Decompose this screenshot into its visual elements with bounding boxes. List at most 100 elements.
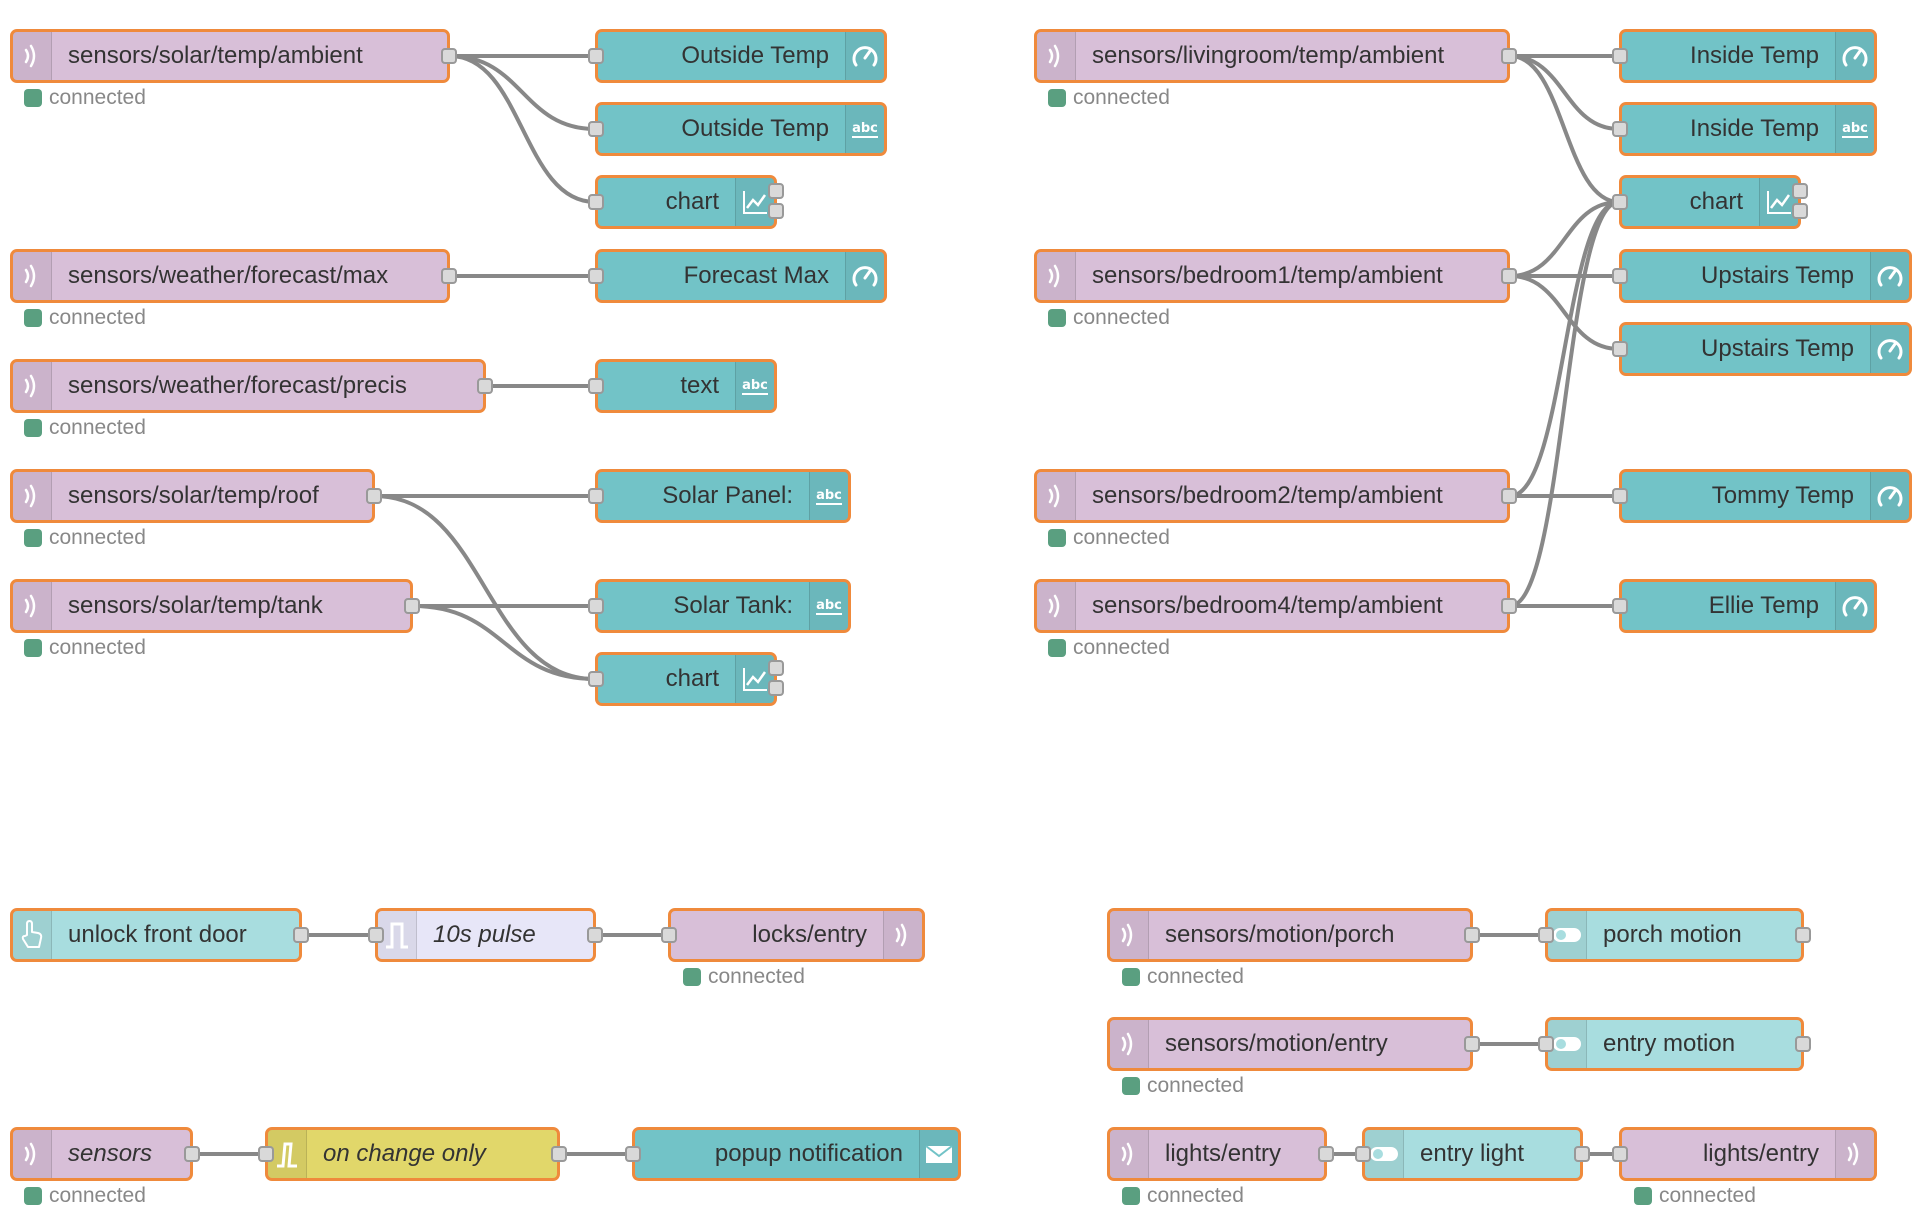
output-port[interactable]	[293, 927, 309, 943]
output-port[interactable]	[768, 183, 784, 199]
output-port[interactable]	[587, 927, 603, 943]
input-port[interactable]	[588, 488, 604, 504]
chart-node-outside[interactable]: chart	[588, 175, 784, 229]
output-port[interactable]	[1792, 183, 1808, 199]
input-port[interactable]	[588, 598, 604, 614]
input-port[interactable]	[1612, 341, 1628, 357]
text-node-precis[interactable]: text abc	[588, 359, 777, 413]
gauge-node-upstairs-temp-1[interactable]: Upstairs Temp	[1612, 249, 1912, 303]
input-port[interactable]	[1538, 1036, 1554, 1052]
text-node-solar-panel[interactable]: Solar Panel: abc	[588, 469, 851, 523]
gauge-node-tommy-temp[interactable]: Tommy Temp	[1612, 469, 1912, 523]
mqtt-in-node-motion-porch[interactable]: sensors/motion/porch	[1107, 908, 1480, 962]
text-node-outside-temp[interactable]: Outside Temp abc	[588, 102, 887, 156]
input-port[interactable]	[1612, 194, 1628, 210]
output-port[interactable]	[1464, 1036, 1480, 1052]
input-port[interactable]	[1538, 927, 1554, 943]
input-port[interactable]	[625, 1146, 641, 1162]
output-port[interactable]	[1795, 927, 1811, 943]
wire[interactable]	[1509, 200, 1620, 498]
switch-node-porch-motion[interactable]: porch motion	[1538, 908, 1811, 962]
wire[interactable]	[1509, 200, 1620, 608]
notification-node-popup[interactable]: popup notification	[625, 1127, 961, 1181]
wire[interactable]	[1509, 274, 1620, 351]
input-port[interactable]	[1612, 48, 1628, 64]
input-port[interactable]	[661, 927, 677, 943]
output-port[interactable]	[184, 1146, 200, 1162]
output-port[interactable]	[1501, 48, 1517, 64]
mqtt-in-node-bedroom1[interactable]: sensors/bedroom1/temp/ambient	[1034, 249, 1517, 303]
input-port[interactable]	[368, 927, 384, 943]
rbe-node-on-change-only[interactable]: on change only	[258, 1127, 567, 1181]
input-port[interactable]	[1612, 488, 1628, 504]
mqtt-out-node-lights-entry[interactable]: lights/entry	[1612, 1127, 1877, 1181]
wire[interactable]	[449, 54, 596, 131]
output-port[interactable]	[441, 48, 457, 64]
output-port[interactable]	[477, 378, 493, 394]
input-port[interactable]	[258, 1146, 274, 1162]
output-port[interactable]	[1501, 598, 1517, 614]
input-port[interactable]	[1612, 598, 1628, 614]
gauge-node-outside-temp[interactable]: Outside Temp	[588, 29, 887, 83]
input-port[interactable]	[588, 378, 604, 394]
wire[interactable]	[449, 54, 596, 204]
mqtt-in-node-bedroom2[interactable]: sensors/bedroom2/temp/ambient	[1034, 469, 1517, 523]
status-dot	[683, 968, 701, 986]
text-node-inside-temp[interactable]: Inside Temp abc	[1612, 102, 1877, 156]
output-port[interactable]	[768, 203, 784, 219]
output-port[interactable]	[768, 660, 784, 676]
gauge-node-forecast-max[interactable]: Forecast Max	[588, 249, 887, 303]
output-port[interactable]	[404, 598, 420, 614]
output-port[interactable]	[1501, 488, 1517, 504]
input-port[interactable]	[1612, 121, 1628, 137]
wire[interactable]	[1509, 54, 1620, 204]
chart-node-solar[interactable]: chart	[588, 652, 784, 706]
mqtt-in-node-solar-tank[interactable]: sensors/solar/temp/tank	[10, 579, 420, 633]
switch-node-entry-light[interactable]: entry light	[1355, 1127, 1590, 1181]
output-port[interactable]	[1795, 1036, 1811, 1052]
input-port[interactable]	[588, 48, 604, 64]
switch-node-entry-motion[interactable]: entry motion	[1538, 1017, 1811, 1071]
mqtt-out-node-locks-entry[interactable]: locks/entry	[661, 908, 925, 962]
chart-node-inside[interactable]: chart	[1612, 175, 1808, 229]
input-port[interactable]	[588, 121, 604, 137]
gauge-node-inside-temp[interactable]: Inside Temp	[1612, 29, 1877, 83]
output-port[interactable]	[551, 1146, 567, 1162]
input-port[interactable]	[588, 194, 604, 210]
wire[interactable]	[1509, 54, 1620, 131]
mqtt-in-node-bedroom4[interactable]: sensors/bedroom4/temp/ambient	[1034, 579, 1517, 633]
wire[interactable]	[412, 604, 596, 681]
mqtt-in-node-solar-roof[interactable]: sensors/solar/temp/roof	[10, 469, 382, 523]
mqtt-in-node-sensors[interactable]: sensors	[10, 1127, 200, 1181]
input-port[interactable]	[1612, 268, 1628, 284]
output-port[interactable]	[441, 268, 457, 284]
gauge-icon	[1870, 252, 1909, 300]
mqtt-in-node-lights-entry[interactable]: lights/entry	[1107, 1127, 1334, 1181]
gauge-node-ellie-temp[interactable]: Ellie Temp	[1612, 579, 1877, 633]
output-port[interactable]	[1318, 1146, 1334, 1162]
input-port[interactable]	[588, 268, 604, 284]
mqtt-in-node-solar-ambient[interactable]: sensors/solar/temp/ambient	[10, 29, 457, 83]
wire[interactable]	[374, 494, 596, 681]
input-port[interactable]	[1355, 1146, 1371, 1162]
button-node-unlock-front-door[interactable]: unlock front door	[10, 908, 309, 962]
input-port[interactable]	[588, 671, 604, 687]
output-port[interactable]	[1464, 927, 1480, 943]
output-port[interactable]	[768, 680, 784, 696]
input-port[interactable]	[1612, 1146, 1628, 1162]
text-node-solar-tank[interactable]: Solar Tank: abc	[588, 579, 851, 633]
mqtt-in-node-forecast-max[interactable]: sensors/weather/forecast/max	[10, 249, 457, 303]
mqtt-in-node-forecast-precis[interactable]: sensors/weather/forecast/precis	[10, 359, 493, 413]
mqtt-in-node-livingroom[interactable]: sensors/livingroom/temp/ambient	[1034, 29, 1517, 83]
output-port[interactable]	[1574, 1146, 1590, 1162]
mqtt-in-node-motion-entry[interactable]: sensors/motion/entry	[1107, 1017, 1480, 1071]
node-label: Ellie Temp	[1708, 592, 1819, 619]
output-port[interactable]	[1792, 203, 1808, 219]
wire[interactable]	[1509, 200, 1620, 278]
output-port[interactable]	[1501, 268, 1517, 284]
trigger-node-10s-pulse[interactable]: 10s pulse	[368, 908, 603, 962]
output-port[interactable]	[366, 488, 382, 504]
node-label: lights/entry	[1165, 1140, 1282, 1167]
gauge-node-upstairs-temp-2[interactable]: Upstairs Temp	[1612, 322, 1912, 376]
